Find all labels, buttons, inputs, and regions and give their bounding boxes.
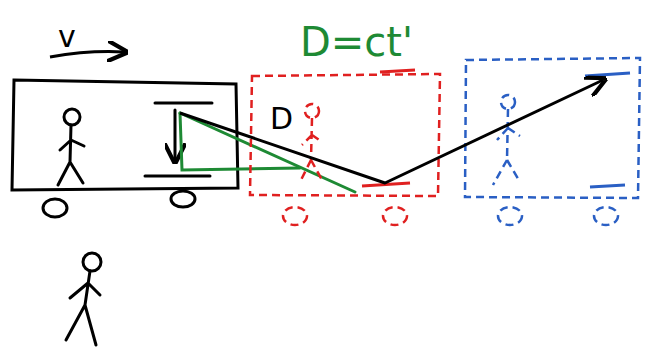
train-car-right bbox=[465, 58, 640, 225]
velocity-label: v bbox=[58, 22, 76, 52]
equation-label: D=ct' bbox=[300, 22, 413, 62]
light-path bbox=[180, 80, 603, 183]
train-car-middle bbox=[250, 74, 440, 225]
distance-label: D bbox=[270, 104, 293, 134]
mirror-middle bbox=[362, 70, 415, 186]
train-car bbox=[12, 80, 238, 217]
velocity-arrow bbox=[50, 52, 124, 57]
light-path-triangle bbox=[180, 113, 355, 192]
mirror-right bbox=[585, 73, 630, 187]
ground-observer bbox=[66, 253, 101, 345]
